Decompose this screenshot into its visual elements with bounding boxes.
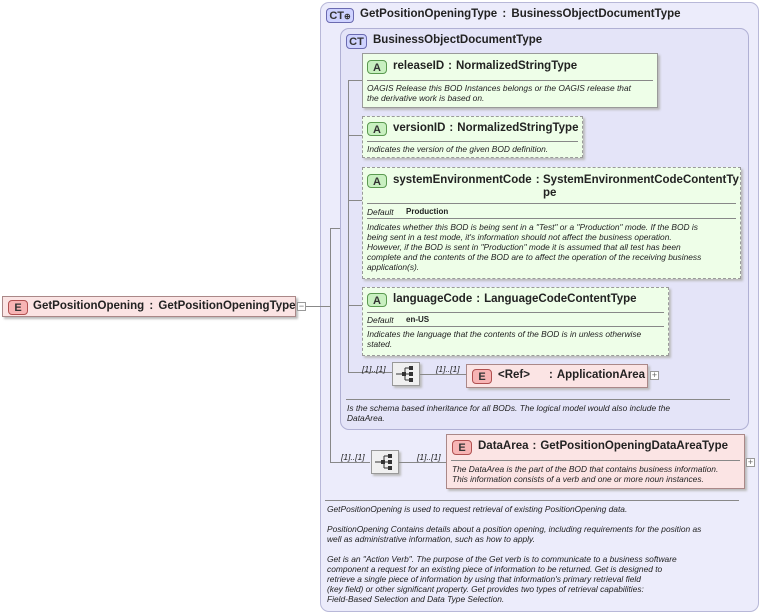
element-doc: The DataArea is the part of the BOD that…	[452, 464, 719, 484]
element-badge: E	[8, 300, 28, 315]
attribute-doc: OAGIS Release this BOD Instances belongs…	[367, 83, 631, 103]
attribute-doc: Indicates whether this BOD is being sent…	[367, 222, 702, 272]
sequence-icon[interactable]	[392, 362, 420, 386]
element-applicationarea[interactable]: E <Ref> :ApplicationArea	[466, 364, 648, 388]
attribute-type-wrap: pe	[543, 187, 557, 199]
extension-arrow-icon: ⊕	[343, 12, 351, 21]
attribute-badge: A	[367, 122, 387, 136]
attribute-versionid[interactable]: A versionID:NormalizedStringType Indicat…	[362, 116, 583, 158]
default-label: Default	[367, 207, 394, 217]
attribute-doc: Indicates the language that the contents…	[367, 329, 642, 349]
element-dataarea[interactable]: E DataArea:GetPositionOpeningDataAreaTyp…	[446, 434, 745, 489]
attribute-systemenvironmentcode[interactable]: A systemEnvironmentCode: SystemEnvironme…	[362, 167, 741, 279]
outer-type-title: GetPositionOpeningType : BusinessObjectD…	[360, 8, 681, 20]
element-ref-label: <Ref>	[498, 369, 530, 381]
default-value: en-US	[406, 315, 430, 324]
default-value: Production	[406, 207, 449, 216]
root-element[interactable]: E GetPositionOpening : GetPositionOpenin…	[2, 296, 296, 317]
inner-type-title: BusinessObjectDocumentType	[373, 34, 543, 46]
attribute-doc: Indicates the version of the given BOD d…	[367, 144, 549, 154]
outer-type-doc: GetPositionOpening is used to request re…	[327, 504, 702, 604]
sequence-multiplicity: [1]..[1]	[362, 364, 386, 374]
collapse-minus-icon[interactable]: −	[297, 301, 306, 311]
ct-badge: CT	[346, 34, 367, 49]
attribute-releaseid[interactable]: A releaseID:NormalizedStringType OAGIS R…	[362, 53, 658, 108]
element-badge: E	[452, 440, 472, 455]
attribute-type: SystemEnvironmentCodeContentTy	[543, 174, 739, 186]
expand-plus-icon[interactable]: +	[746, 457, 755, 467]
sequence-multiplicity: [1]..[1]	[341, 452, 365, 462]
attribute-title: versionID:NormalizedStringType	[393, 122, 579, 134]
expand-plus-icon[interactable]: +	[650, 370, 659, 380]
default-label: Default	[367, 315, 394, 325]
attribute-badge: A	[367, 60, 387, 74]
attribute-name: systemEnvironmentCode:	[393, 174, 540, 186]
element-multiplicity: [1]..[1]	[417, 452, 441, 462]
element-title: DataArea:GetPositionOpeningDataAreaType	[478, 440, 728, 452]
ct-badge: CT⊕	[326, 8, 354, 23]
element-name: :ApplicationArea	[549, 369, 646, 381]
attribute-title: releaseID:NormalizedStringType	[393, 60, 578, 72]
attribute-badge: A	[367, 293, 387, 307]
attribute-title: languageCode:LanguageCodeContentType	[393, 293, 637, 305]
element-badge: E	[472, 369, 492, 384]
attribute-badge: A	[367, 174, 387, 188]
root-element-name: GetPositionOpening : GetPositionOpeningT…	[33, 300, 296, 312]
sequence-icon[interactable]	[371, 450, 399, 474]
attribute-languagecode[interactable]: A languageCode:LanguageCodeContentType D…	[362, 287, 669, 356]
element-multiplicity: [1]..[1]	[436, 364, 460, 374]
inner-type-doc: Is the schema based inheritance for all …	[347, 403, 671, 423]
